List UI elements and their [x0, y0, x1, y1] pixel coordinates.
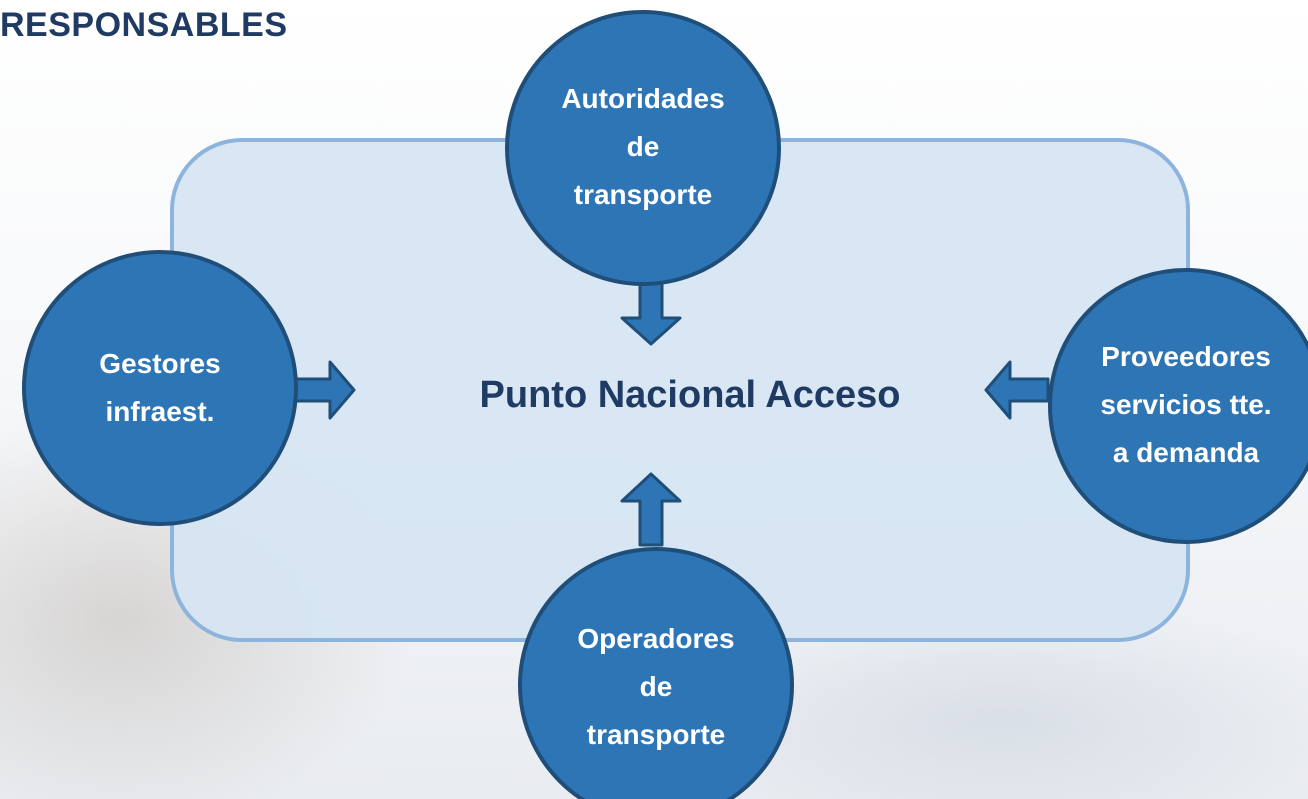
node-left-circle — [22, 250, 298, 526]
arrow-up-from-bottom — [620, 472, 682, 547]
page-title: RESPONSABLES — [0, 6, 288, 44]
node-right-circle — [1048, 268, 1308, 544]
node-top-circle — [505, 10, 781, 286]
node-bottom-label: Operadores de transporte — [577, 623, 735, 750]
node-bottom-circle — [518, 547, 794, 799]
center-label: Punto Nacional Acceso — [479, 373, 901, 416]
node-left-label: Gestores infraest. — [99, 348, 221, 427]
node-top-label: Autoridades de transporte — [561, 83, 725, 210]
node-right-label: Proveedores servicios tte. a demanda — [1100, 341, 1272, 468]
arrow-left-from-right — [984, 360, 1050, 420]
